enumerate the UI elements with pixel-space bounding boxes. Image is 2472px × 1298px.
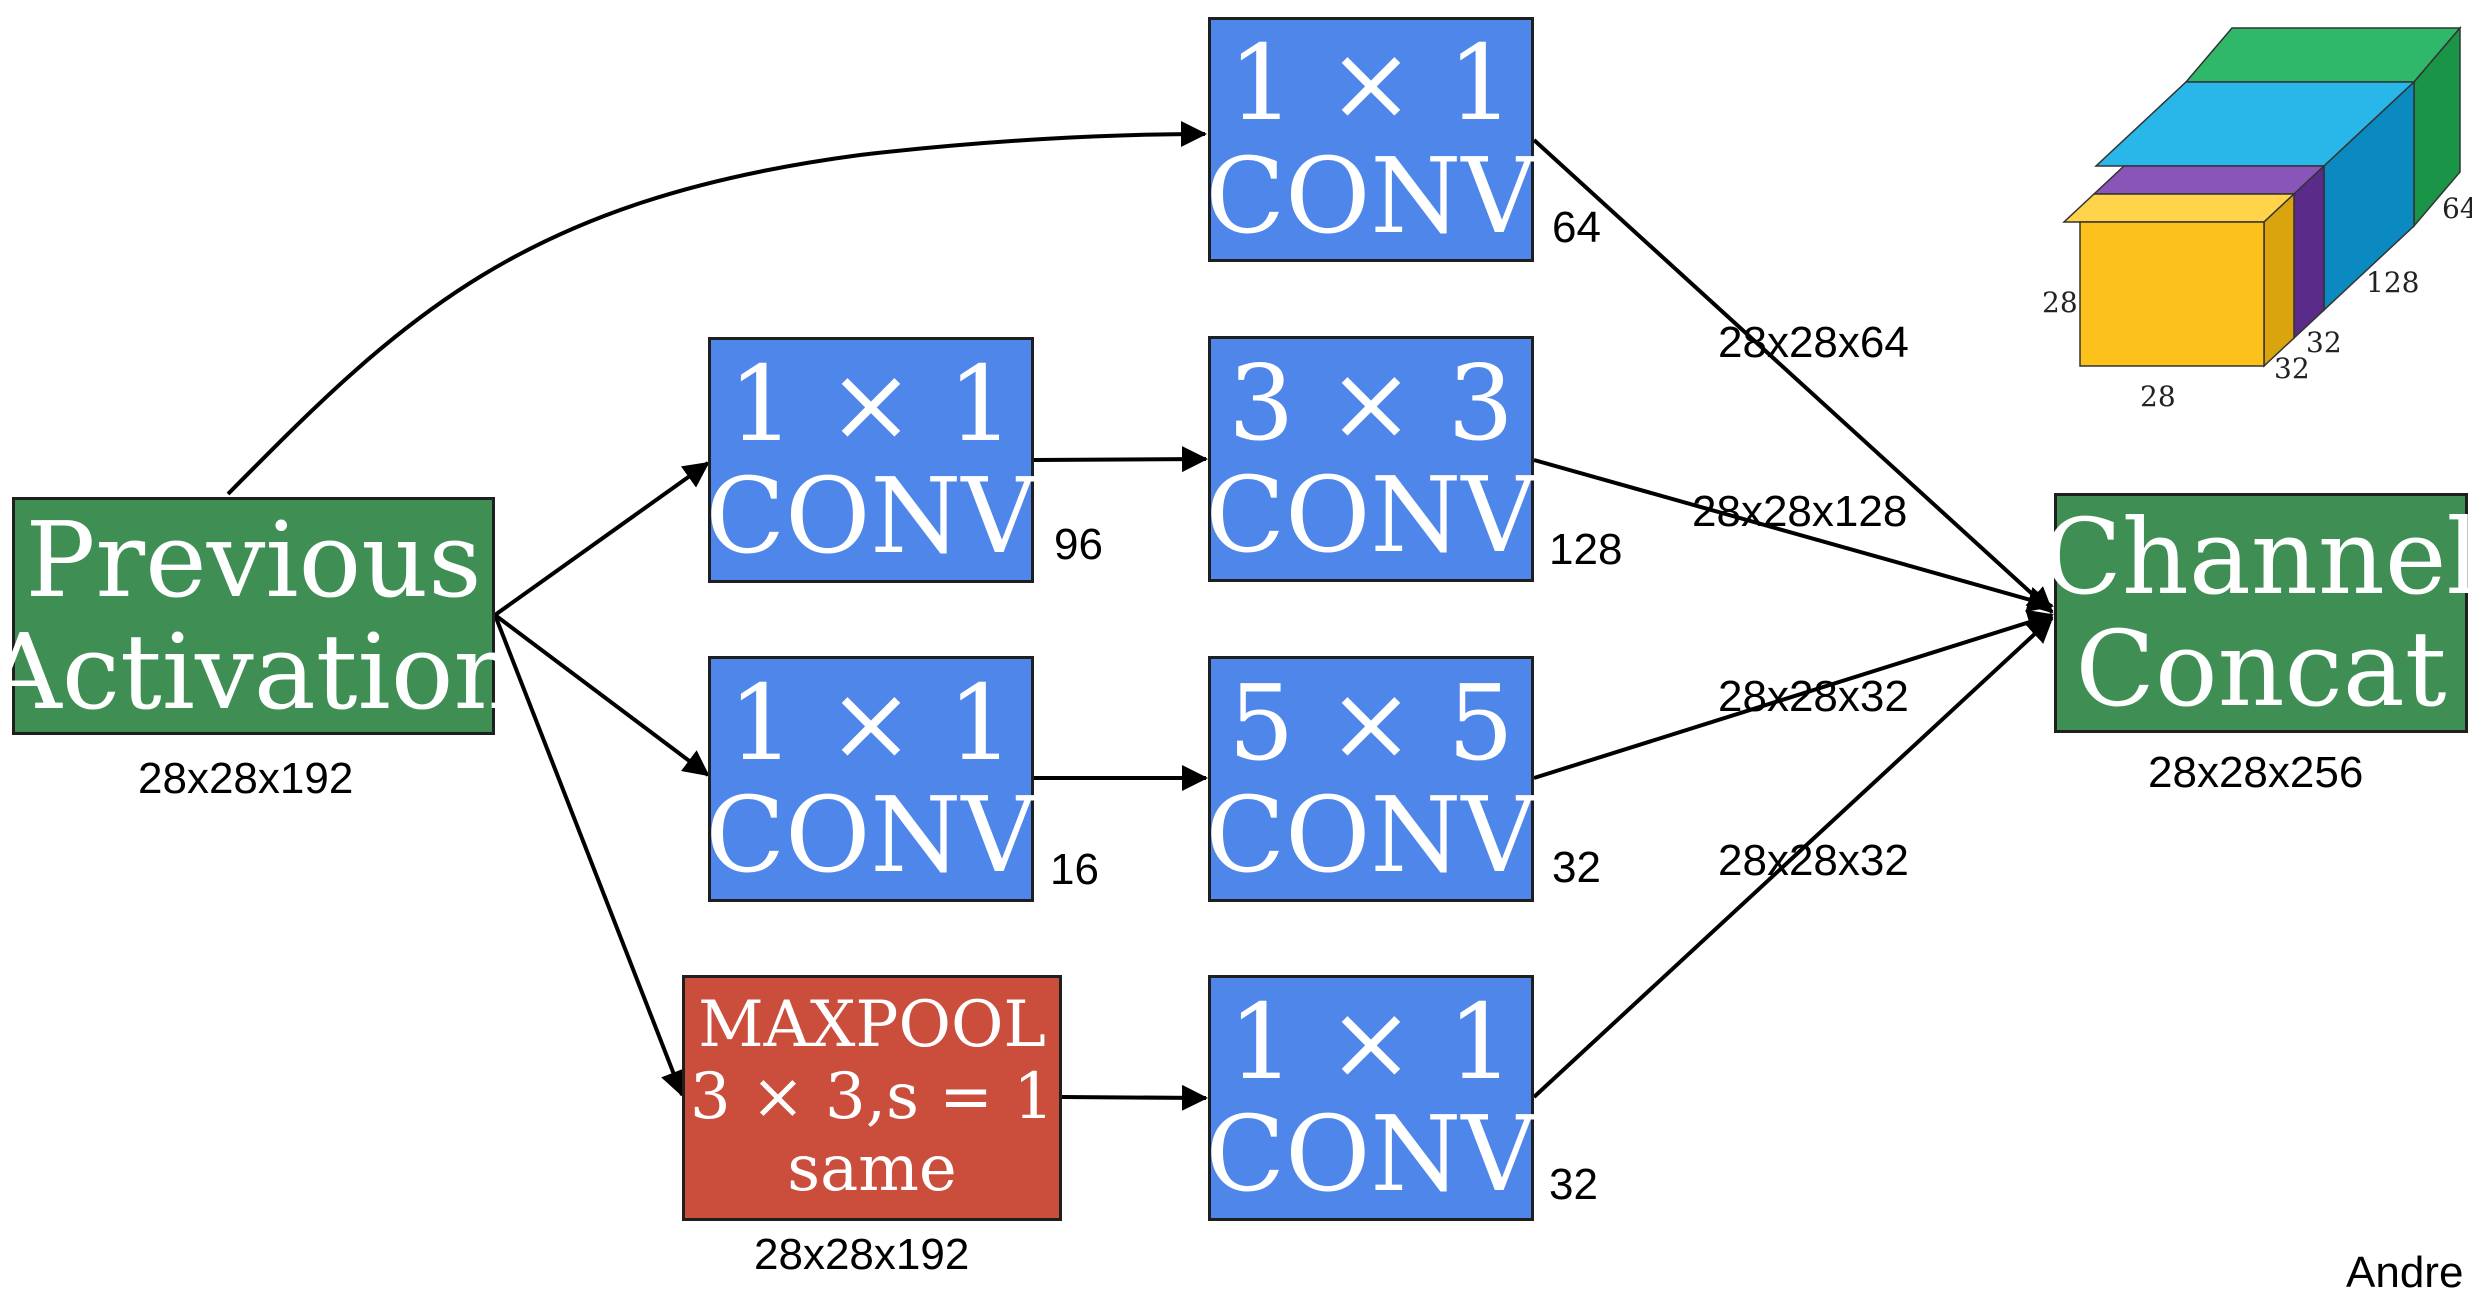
- cube-yellow-top: [2062, 193, 2296, 223]
- conv3x3-line2: CONV: [1205, 454, 1537, 576]
- edge-label-conv3x3: 28x28x128: [1692, 487, 1908, 536]
- conv5x5-channels: 32: [1552, 843, 1601, 892]
- cube-green-top: [2184, 27, 2462, 83]
- arrow-reduce-a-to-conv3x3: [1033, 446, 1208, 473]
- cube-label-green-depth: 64: [2442, 192, 2472, 225]
- channel-concat-box: Channel Concat: [2042, 493, 2472, 733]
- cube-label-purple-depth: 32: [2306, 326, 2342, 359]
- conv1x1-direct-channels: 64: [1552, 203, 1601, 252]
- arrow-conv3x3-to-concat: [1533, 458, 2054, 613]
- previous-activation-shape: 28x28x192: [138, 754, 354, 803]
- edge-label-pool-conv: 28x28x32: [1718, 836, 1909, 885]
- conv1x1-reduce-a-channels: 96: [1054, 520, 1103, 569]
- cube-purple-top: [2092, 165, 2326, 195]
- arrow-conv5x5-to-concat: [1533, 609, 2054, 780]
- maxpool-box: MAXPOOL 3 × 3,s = 1 same: [682, 975, 1062, 1221]
- cube-label-blue-depth: 128: [2366, 266, 2420, 299]
- previous-activation-line2: Activation: [0, 611, 521, 733]
- maxpool-shape: 28x28x192: [754, 1230, 970, 1279]
- arrow-poolconv-to-concat: [1532, 616, 2054, 1099]
- conv5x5-line2: CONV: [1205, 774, 1537, 896]
- conv1x1-reduce-b-channels: 16: [1050, 845, 1099, 894]
- channel-concat-shape: 28x28x256: [2148, 748, 2364, 797]
- conv1x1-reduce-b-line1: 1 × 1: [728, 661, 1014, 784]
- cube-label-left-height: 28: [2042, 286, 2078, 319]
- arrow-prev-to-reduce-b: [493, 613, 710, 777]
- arrow-conv1x1-to-concat: [1532, 138, 2054, 614]
- cube-yellow-front: [2079, 221, 2265, 367]
- edge-label-conv5x5: 28x28x32: [1718, 672, 1909, 721]
- maxpool-line3: same: [787, 1131, 957, 1206]
- edge-label-conv1x1: 28x28x64: [1718, 318, 1909, 367]
- conv3x3-box: 3 × 3 CONV: [1205, 336, 1537, 582]
- footer-author-text: Andre: [2346, 1248, 2464, 1297]
- maxpool-line2: 3 × 3,s = 1: [690, 1060, 1054, 1135]
- cube-label-bottom-width: 28: [2140, 380, 2176, 413]
- conv1x1-reduce-b-box: 1 × 1 CONV: [705, 656, 1037, 902]
- arrow-maxpool-to-conv1x1: [1061, 1084, 1208, 1111]
- cube-label-yellow-depth: 32: [2274, 352, 2310, 385]
- conv1x1-reduce-b-line2: CONV: [705, 774, 1037, 896]
- conv5x5-box: 5 × 5 CONV: [1205, 656, 1537, 902]
- conv1x1-after-pool-line1: 1 × 1: [1228, 980, 1514, 1103]
- conv1x1-reduce-a-box: 1 × 1 CONV: [705, 337, 1037, 583]
- conv3x3-line1: 3 × 3: [1228, 341, 1514, 464]
- channel-concat-line2: Concat: [2075, 608, 2447, 730]
- cube-yellow-side: [2263, 192, 2295, 368]
- arrow-prev-to-conv1x1-direct: [226, 121, 1207, 496]
- channel-concat-line1: Channel: [2042, 495, 2472, 618]
- maxpool-line1: MAXPOOL: [698, 988, 1046, 1063]
- conv1x1-after-pool-line2: CONV: [1205, 1093, 1537, 1215]
- previous-activation-line1: Previous: [25, 498, 482, 621]
- conv1x1-after-pool-channels: 32: [1549, 1160, 1598, 1209]
- arrow-prev-to-maxpool: [493, 614, 686, 1097]
- arrow-prev-to-reduce-a: [493, 461, 710, 617]
- conv1x1-reduce-a-line2: CONV: [705, 455, 1037, 577]
- output-volume-cube: [2062, 25, 2462, 368]
- cube-purple-side: [2293, 164, 2325, 340]
- conv1x1-direct-line1: 1 × 1: [1228, 22, 1514, 145]
- conv1x1-after-pool-box: 1 × 1 CONV: [1205, 975, 1537, 1221]
- conv3x3-channels: 128: [1549, 525, 1623, 574]
- conv1x1-reduce-a-line1: 1 × 1: [728, 342, 1014, 465]
- conv5x5-line1: 5 × 5: [1228, 661, 1514, 784]
- conv1x1-direct-line2: CONV: [1205, 134, 1537, 257]
- previous-activation-box: Previous Activation: [0, 497, 520, 735]
- conv1x1-direct-box: 1 × 1 CONV: [1205, 17, 1537, 262]
